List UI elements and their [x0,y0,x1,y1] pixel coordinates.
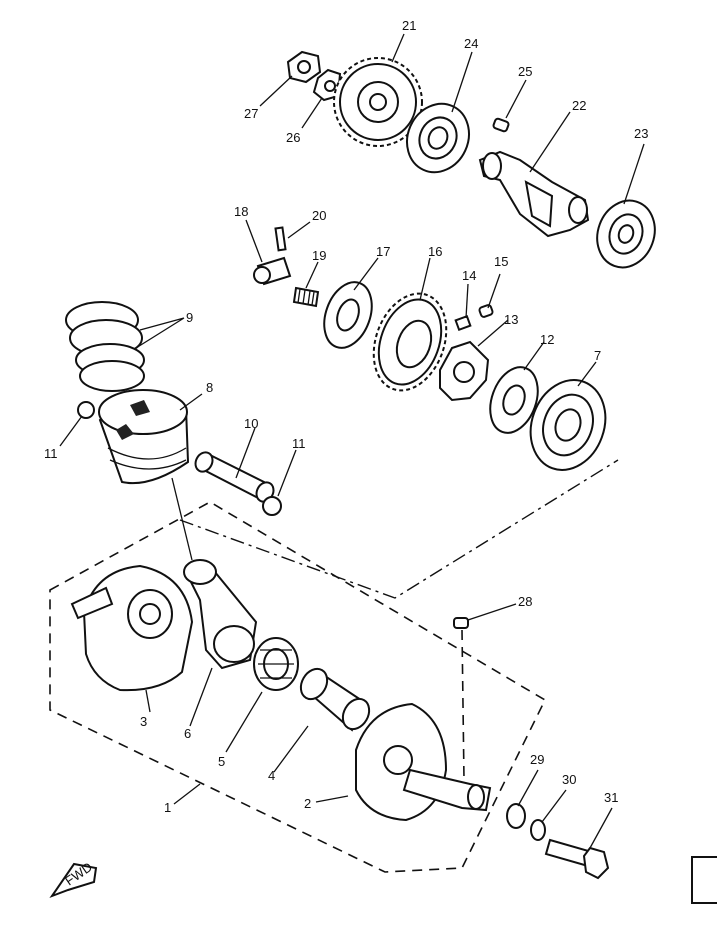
pin-15 [478,304,494,318]
label-26: 26 [286,130,300,145]
balancer-shaft-22 [478,150,590,238]
plate-12 [489,366,539,434]
label-14: 14 [462,268,476,283]
part-labels: 21 24 25 22 23 27 26 18 20 19 17 16 14 1… [44,18,648,815]
label-19: 19 [312,248,326,263]
balancer-driven-gear-16 [372,292,448,392]
bearing-group-boundary [179,459,619,599]
spring-14 [454,314,472,332]
label-23: 23 [634,126,648,141]
label-29: 29 [530,752,544,767]
label-17: 17 [376,244,390,259]
label-30: 30 [562,772,576,787]
crank-left-3 [70,564,194,692]
bearing-23 [596,199,656,269]
label-21: 21 [402,18,416,33]
pin-20 [274,226,287,252]
label-2: 2 [304,796,311,811]
label-1: 1 [164,800,171,815]
label-6: 6 [184,726,191,741]
label-5: 5 [218,754,225,769]
label-24: 24 [464,36,478,51]
page-edge-box [691,856,717,904]
crank-pin-4 [299,667,371,732]
bearing-7 [529,379,607,471]
piston-ring-set-9 [65,301,145,392]
label-22: 22 [572,98,586,113]
piston-pin-10 [194,451,275,503]
label-7: 7 [594,348,601,363]
fwd-arrow-icon: FWD [49,859,98,899]
label-27: 27 [244,106,258,121]
bearing-24 [406,102,470,174]
needle-bearing-5 [253,637,299,691]
label-18: 18 [234,204,248,219]
key-28-guide [461,629,465,781]
label-31: 31 [604,790,618,805]
plate-17 [323,281,373,349]
leader-lines [59,33,645,849]
label-28: 28 [518,594,532,609]
label-11-right: 11 [292,436,306,451]
circlip-11a [77,401,95,419]
nut-27 [286,50,322,84]
label-16: 16 [428,244,442,259]
crank-right-2 [355,702,492,822]
crank-assembly-boundary [49,501,547,873]
label-12: 12 [540,332,554,347]
label-4: 4 [268,768,275,783]
label-8: 8 [206,380,213,395]
washer-29 [506,803,526,829]
label-20: 20 [312,208,326,223]
washer-30 [530,819,546,841]
label-13: 13 [504,312,518,327]
label-25: 25 [518,64,532,79]
label-11-left: 11 [44,446,58,461]
pin-18 [253,256,292,286]
label-9: 9 [186,310,193,325]
buffer-boss-13 [439,340,490,402]
bolt-31 [544,838,610,880]
label-15: 15 [494,254,508,269]
label-3: 3 [140,714,147,729]
label-10: 10 [244,416,258,431]
connecting-rod-6 [183,559,258,670]
spring-19 [292,286,320,308]
circlip-11b [262,496,282,516]
balancer-drive-gear-21 [333,57,423,147]
key-25 [492,117,510,133]
piston-8 [98,389,190,485]
key-28 [453,617,469,629]
